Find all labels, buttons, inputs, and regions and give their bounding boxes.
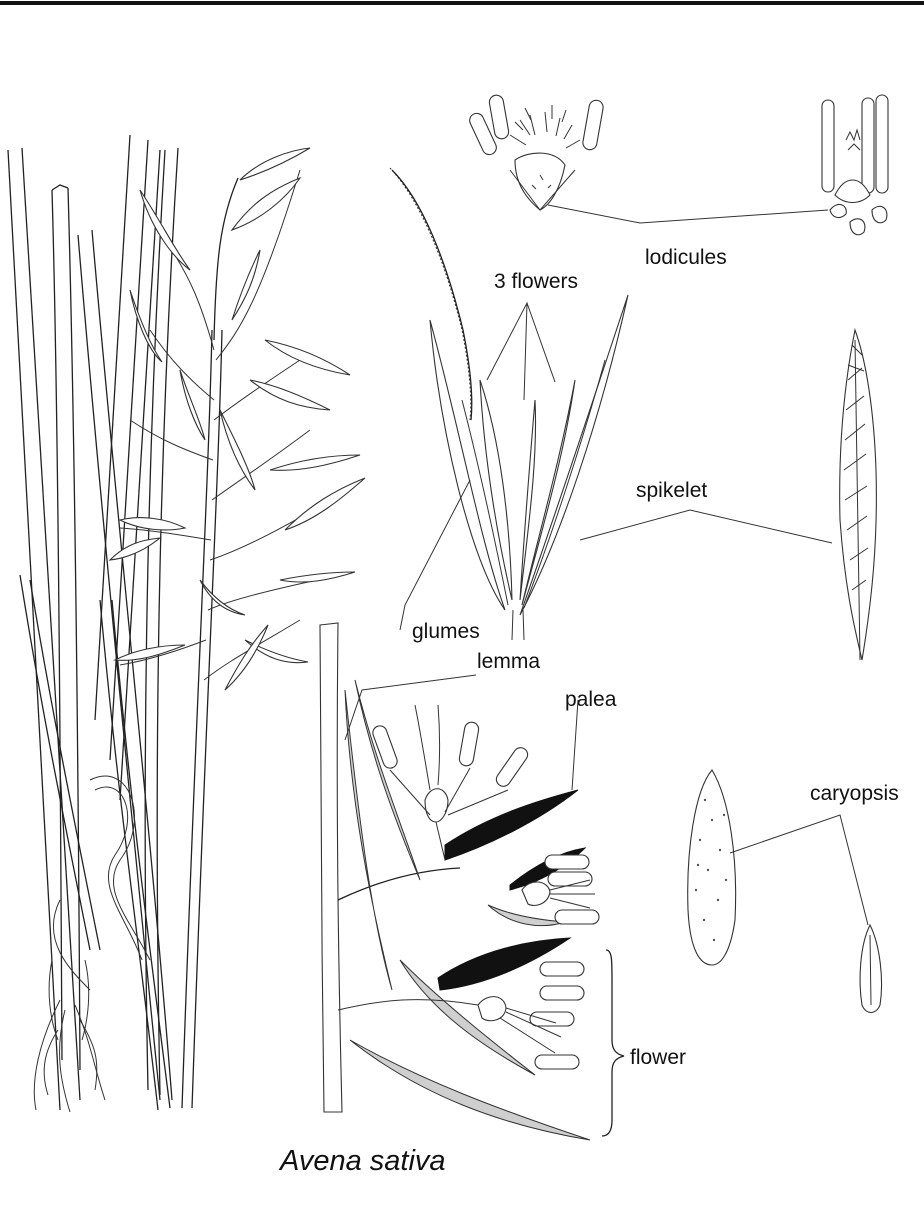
caryopsis-drawing	[688, 770, 882, 1013]
figure-caption: Avena sativa	[278, 1145, 446, 1177]
label-flower: flower	[630, 1046, 686, 1069]
label-palea: palea	[565, 688, 617, 711]
label-caryopsis: caryopsis	[810, 782, 899, 805]
label-spikelet: spikelet	[636, 479, 707, 502]
label-glumes: glumes	[412, 620, 480, 643]
label-lodicules: lodicules	[645, 246, 727, 269]
lodicules-drawing	[467, 94, 888, 235]
label-lemma: lemma	[477, 650, 540, 673]
whole-plant-drawing	[8, 135, 365, 1112]
label-3-flowers: 3 flowers	[494, 270, 578, 293]
spikelet-closeup-drawing	[390, 168, 832, 640]
ear-drawing	[840, 330, 877, 660]
